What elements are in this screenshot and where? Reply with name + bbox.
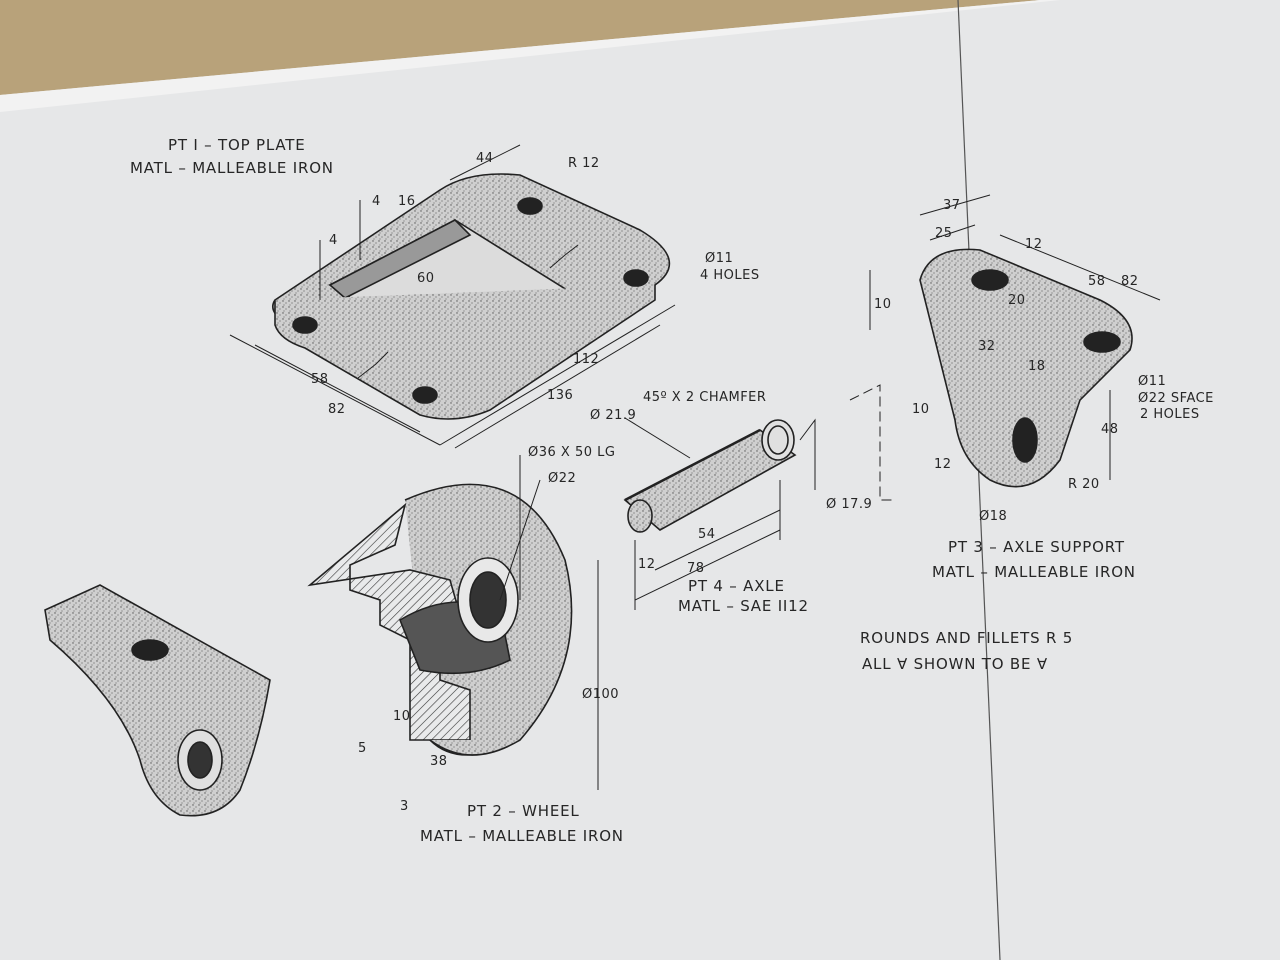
wheel-drawing <box>307 455 599 790</box>
pt1-material: MATL – MALLEABLE IRON <box>130 159 334 177</box>
pt3-r20: R 20 <box>1068 477 1100 492</box>
hole-icon <box>623 269 649 287</box>
pt3-dim-58: 58 <box>1088 274 1106 289</box>
pt3-title: PT 3 – AXLE SUPPORT <box>948 538 1125 556</box>
pt4-chamfer: 45º X 2 CHAMFER <box>643 390 767 405</box>
note-surface-finish: ALL ∀ SHOWN TO BE ∀ <box>862 655 1048 673</box>
pt3-dim-12a: 12 <box>1025 237 1043 252</box>
pt2-bore-length: Ø36 X 50 LG <box>528 445 616 460</box>
pt4-dim-12: 12 <box>638 557 656 572</box>
pt4-dia-21-9: Ø 21.9 <box>590 408 637 423</box>
pt3-dim-48: 48 <box>1101 422 1119 437</box>
pt3-dim-82: 82 <box>1121 274 1139 289</box>
pt3-dim-12b: 12 <box>934 457 952 472</box>
pt3-dim-37: 37 <box>943 198 961 213</box>
pt3-holes-dia: Ø11 <box>1138 374 1167 389</box>
pt2-dim-3: 3 <box>400 799 409 814</box>
paper-fold-line <box>957 0 1001 960</box>
pt2-dia-100: Ø100 <box>582 687 620 702</box>
pt3-dim-32: 32 <box>978 339 996 354</box>
pt2-dim-10: 10 <box>393 709 411 724</box>
pt1-dim-58: 58 <box>311 372 329 387</box>
hole-icon <box>517 197 543 215</box>
paper-shadow <box>0 0 1060 112</box>
pt4-material: MATL – SAE II12 <box>678 597 809 615</box>
axle-end <box>761 419 795 461</box>
pt1-dim-4a: 4 <box>372 194 381 209</box>
pt3-holes-count: 2 HOLES <box>1140 407 1200 422</box>
pt1-dim-60: 60 <box>417 271 435 286</box>
pt1-holes-count: 4 HOLES <box>700 268 760 283</box>
pt1-dim-4b: 4 <box>329 233 338 248</box>
axle-support-drawing <box>869 194 1161 488</box>
pt1-dim-82: 82 <box>328 402 346 417</box>
pt1-dim-136: 136 <box>547 388 574 403</box>
pt1-dim-16: 16 <box>398 194 416 209</box>
pt1-title: PT I – TOP PLATE <box>168 136 306 154</box>
note-rounds-fillets: ROUNDS AND FILLETS R 5 <box>860 629 1074 647</box>
axle-support-body <box>919 248 1133 488</box>
hole-icon <box>412 386 438 404</box>
pt2-dim-38: 38 <box>430 754 448 769</box>
top-plate-drawing <box>229 144 676 449</box>
pt2-bore-dia: Ø22 <box>548 471 577 486</box>
pt4-dia-17-9: Ø 17.9 <box>826 497 873 512</box>
axle-drawing <box>623 384 895 610</box>
pt4-dim-78: 78 <box>687 561 705 576</box>
pt3-dim-25: 25 <box>935 226 953 241</box>
pt3-dim-10a: 10 <box>874 297 892 312</box>
pt3-material: MATL – MALLEABLE IRON <box>932 563 1136 581</box>
pt3-dim-20: 20 <box>1008 293 1026 308</box>
pt2-dim-5: 5 <box>358 741 367 756</box>
pt3-dim-10b: 10 <box>912 402 930 417</box>
pt3-holes-spotface: Ø22 SFACE <box>1138 391 1214 406</box>
pt4-dim-54: 54 <box>698 527 716 542</box>
pt3-dim-18: 18 <box>1028 359 1046 374</box>
hole-icon <box>292 316 318 334</box>
pt3-dia-18: Ø18 <box>979 509 1008 524</box>
pt1-dim-112: 112 <box>573 352 600 367</box>
pt4-title: PT 4 – AXLE <box>688 577 785 595</box>
pt1-dim-44: 44 <box>476 151 494 166</box>
pt2-material: MATL – MALLEABLE IRON <box>420 827 624 845</box>
pt1-holes-dia: Ø11 <box>705 251 734 266</box>
pt2-title: PT 2 – WHEEL <box>467 802 580 820</box>
pt1-dim-r12: R 12 <box>568 156 600 171</box>
partial-bracket-drawing <box>44 584 271 817</box>
